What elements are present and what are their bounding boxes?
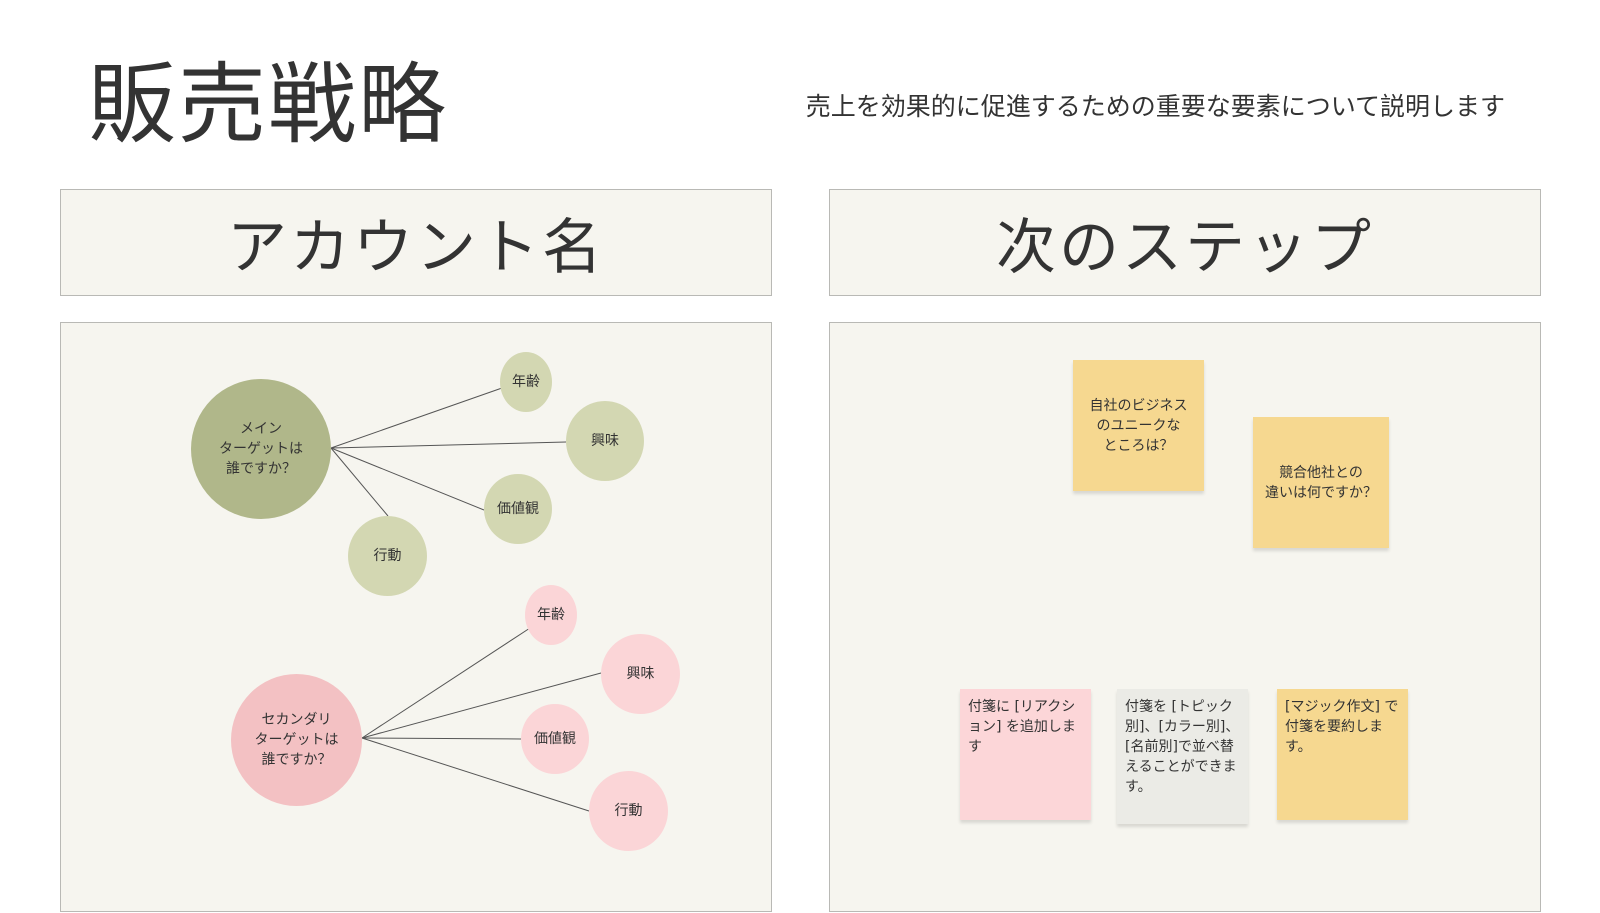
connector-secondary-behavior [361,737,590,812]
sticky-note-uniqueness[interactable]: 自社のビジネス のユニークな ところは？ [1073,360,1204,491]
connector-secondary-values [361,737,522,740]
main-age-node[interactable]: 年齢 [500,352,552,412]
secondary-values-node[interactable]: 価値観 [521,704,589,774]
connector-main-age [330,387,503,449]
main-values-node[interactable]: 価値観 [484,474,552,544]
secondary-interest-node[interactable]: 興味 [601,634,680,714]
connector-secondary-age [361,627,531,739]
sticky-note-competitors[interactable]: 競合他社との 違いは何ですか？ [1253,417,1389,548]
sticky-note-sort-tip[interactable]: 付箋を [トピック 別]、[カラー別]、 [名前別]で並べ替 えることができま … [1117,689,1248,824]
connector-secondary-interest [361,672,602,739]
secondary-age-node[interactable]: 年齢 [525,585,577,645]
main-behavior-node[interactable]: 行動 [348,516,427,596]
main-target-node[interactable]: メイン ターゲットは 誰ですか？ [191,379,331,519]
sticky-note-magic-summary-tip[interactable]: [マジック作文] で 付箋を要約しま す。 [1277,689,1408,820]
mindmap-connectors [330,387,602,812]
audience-mindmap-panel: メイン ターゲットは 誰ですか？ 年齢 興味 価値観 行動 セカンダリ ターゲッ… [60,322,772,912]
secondary-behavior-node[interactable]: 行動 [589,771,668,851]
account-name-header[interactable]: アカウント名 [60,189,772,296]
page-title: 販売戦略 [88,53,449,156]
connector-main-behavior [330,447,389,517]
main-interest-node[interactable]: 興味 [566,401,644,481]
connector-main-values [330,447,485,511]
next-steps-header[interactable]: 次のステップ [829,189,1541,296]
secondary-target-node[interactable]: セカンダリ ターゲットは 誰ですか？ [231,674,362,806]
connector-main-interest [330,441,567,449]
sticky-note-reactions-tip[interactable]: 付箋に [リアクシ ョン] を追加しま す [960,689,1091,820]
next-steps-panel: 自社のビジネス のユニークな ところは？ 競合他社との 違いは何ですか？ 付箋に… [829,322,1541,912]
page-subtitle: 売上を効果的に促進するための重要な要素について説明します [805,92,1505,121]
